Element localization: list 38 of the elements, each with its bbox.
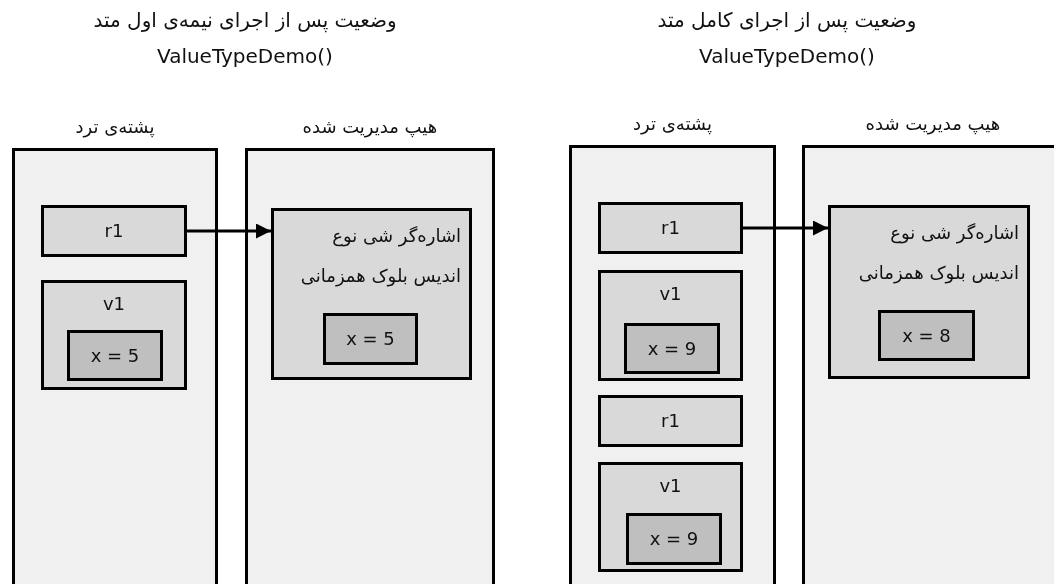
variable-box [41, 205, 187, 257]
box-label: v1 [101, 293, 127, 315]
method-name: ValueTypeDemo() [157, 44, 333, 68]
box-label: x = 5 [89, 344, 141, 367]
struct-box [41, 280, 187, 390]
column-heading: پشته‌ی ترد [75, 116, 155, 137]
variable-box [598, 202, 743, 254]
method-name: ValueTypeDemo() [699, 44, 875, 68]
box-label: اندیس بلوک همزمانی [300, 265, 461, 287]
box-label: r1 [660, 410, 681, 432]
column-heading: پشته‌ی ترد [633, 113, 712, 134]
column-heading: هیپ مدیریت شده [865, 113, 1001, 134]
variable-box [598, 395, 743, 447]
object-box [828, 205, 1030, 379]
box-label: v1 [658, 475, 683, 497]
field-box [624, 323, 720, 374]
arrow [743, 220, 828, 236]
field-box [323, 313, 418, 365]
field-box [67, 330, 163, 381]
column-heading: هیپ مدیریت شده [302, 116, 438, 137]
box-label: x = 5 [345, 328, 396, 350]
object-box [271, 208, 472, 380]
box-label: x = 9 [646, 337, 698, 360]
box-label: x = 9 [648, 528, 700, 550]
box-label: اشاره‌گر شی نوع [332, 225, 461, 247]
box-label: v1 [658, 283, 683, 305]
box-label: اندیس بلوک همزمانی [858, 262, 1019, 284]
box-label: اشاره‌گر شی نوع [890, 222, 1019, 244]
arrow [187, 223, 271, 239]
struct-box [598, 462, 743, 572]
field-box [878, 310, 975, 361]
box-label: r1 [660, 217, 681, 239]
field-box [626, 513, 722, 565]
panel-title: وضعیت پس از اجرای نیمه‌ی اول متد [93, 8, 397, 32]
box-label: r1 [103, 220, 125, 242]
struct-box [598, 270, 743, 381]
panel-title: وضعیت پس از اجرای کامل متد [657, 8, 917, 32]
box-label: x = 8 [901, 324, 952, 347]
